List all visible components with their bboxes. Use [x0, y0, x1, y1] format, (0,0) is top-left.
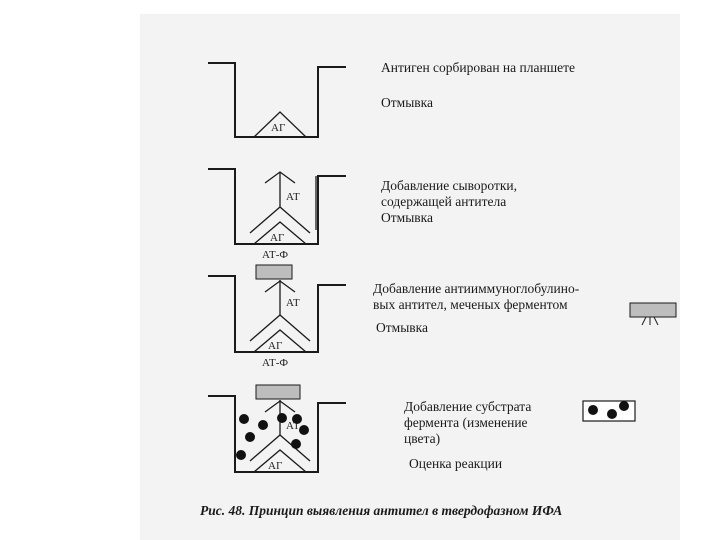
step1-line1: Антиген сорбирован на планшете: [381, 60, 575, 75]
label-ag-1: АГ: [271, 122, 285, 134]
step4-line3: цвета): [404, 431, 441, 446]
well-step-4: АТ АГ: [208, 384, 636, 473]
colored-product-dots: [236, 413, 309, 460]
label-ag-4: АГ: [268, 460, 282, 472]
label-atf-2: АТ-Ф: [262, 249, 288, 261]
label-ag-2: АГ: [270, 232, 284, 244]
enzyme-label-rect-4: [255, 384, 301, 400]
step4-line2: фермента (изменение: [404, 415, 528, 430]
label-at-2: АТ: [286, 191, 300, 203]
label-at-3: АТ: [286, 297, 300, 309]
well-step-2: АТ АГ АТ-Ф: [208, 168, 346, 261]
label-atf-3: АТ-Ф: [262, 357, 288, 369]
figure-caption: Рис. 48. Принцип выявления антител в тве…: [200, 503, 563, 518]
step3-line3: Отмывка: [376, 320, 428, 335]
step2-line3: Отмывка: [381, 210, 433, 225]
step4-line1: Добавление субстрата: [404, 399, 532, 414]
well-step-3: АТ АГ АТ-Ф: [208, 264, 677, 369]
step1-line2: Отмывка: [381, 95, 433, 110]
label-ag-3: АГ: [268, 340, 282, 352]
step3-line2: вых антител, меченых ферментом: [373, 297, 568, 312]
legend-enzyme-rect: [629, 302, 677, 318]
step2-line1: Добавление сыворотки,: [381, 178, 518, 193]
step4-line4: Оценка реакции: [409, 456, 503, 471]
well-step-1: АГ: [208, 62, 346, 138]
step2-line2: содержащей антитела: [381, 194, 507, 209]
step3-line1: Добавление антиимму­ноглобулино-: [373, 281, 580, 296]
enzyme-label-rect: [255, 264, 293, 280]
